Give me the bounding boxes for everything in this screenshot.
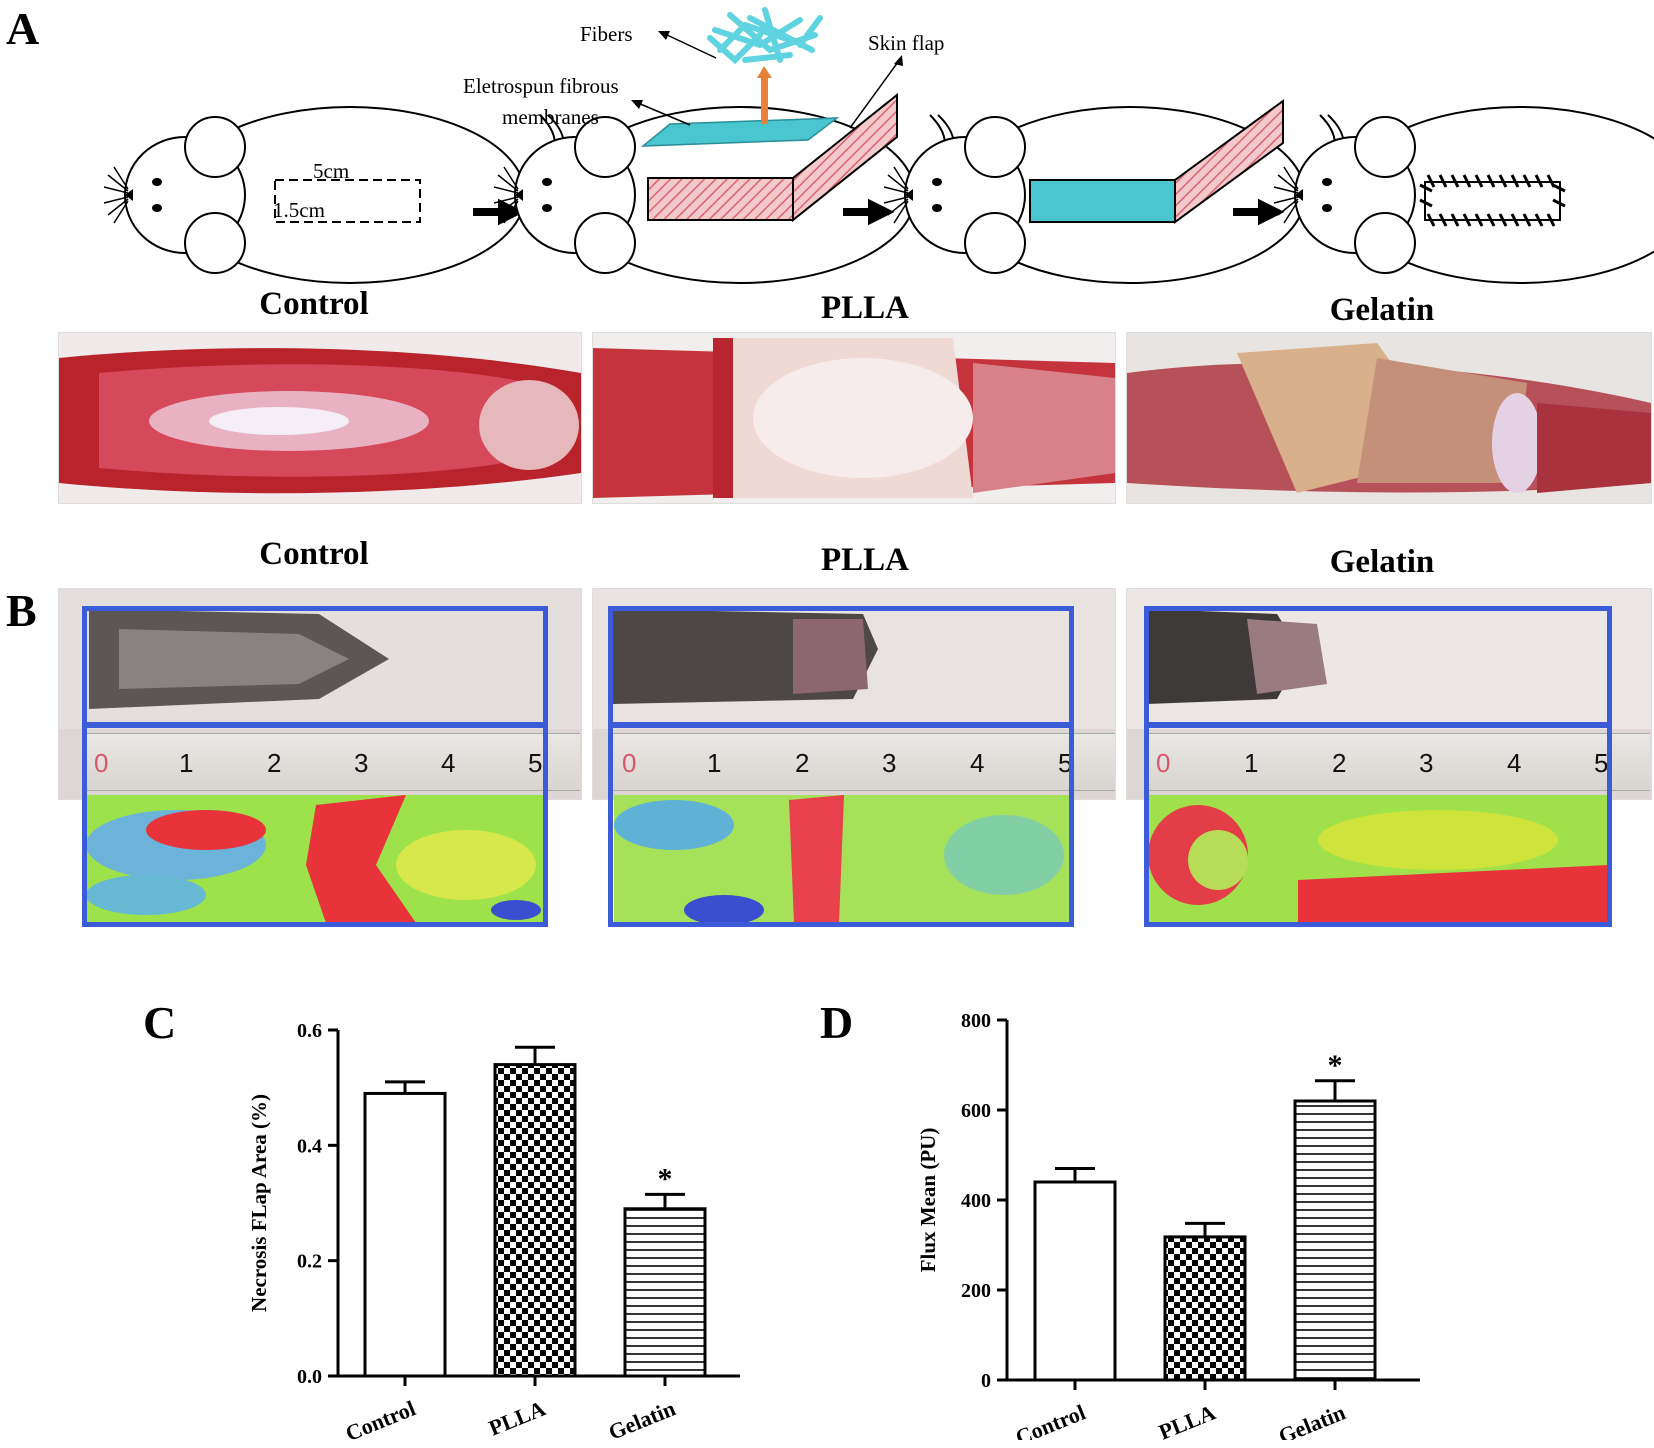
incision-outline bbox=[274, 179, 421, 223]
bar-control bbox=[363, 1091, 447, 1378]
surgery-schematic: 5cm 1.5cm Fibers Eletrospun fibrous memb… bbox=[103, 7, 1654, 284]
mouse-4 bbox=[1273, 106, 1654, 284]
width-label: 1.5cm bbox=[273, 198, 325, 222]
skin-flap-pointer bbox=[849, 61, 899, 129]
y-axis-label: Necrosis FLap Area (%) bbox=[247, 1094, 271, 1312]
group-title-gelatin-2: Gelatin bbox=[1329, 544, 1435, 580]
fibers-label: Fibers bbox=[580, 22, 633, 46]
roi-frame-plla bbox=[608, 606, 1074, 927]
panel-label-a: A bbox=[6, 3, 40, 54]
y-tick-label: 800 bbox=[961, 1010, 991, 1032]
surgery-photo-gelatin bbox=[1126, 332, 1652, 504]
arrow-right-icon bbox=[843, 198, 895, 226]
skin-flap-base bbox=[647, 177, 794, 221]
membrane-sheet bbox=[640, 117, 840, 147]
skin-flap-raised-2 bbox=[1174, 99, 1284, 224]
y-tick-label: 200 bbox=[961, 1280, 991, 1302]
skin-flap-label: Skin flap bbox=[868, 31, 944, 55]
fibers-pointer bbox=[664, 33, 717, 59]
ruler-plla: 0 1 2 3 4 5 bbox=[610, 733, 1115, 791]
group-title-control: Control bbox=[259, 286, 369, 322]
x-tick-label: Gelatin bbox=[605, 1395, 679, 1440]
group-title-plla: PLLA bbox=[820, 290, 909, 326]
group-title-control-2: Control bbox=[259, 536, 369, 572]
skin-flap-raised bbox=[792, 92, 898, 223]
y-tick-label: 0.2 bbox=[297, 1251, 322, 1273]
panel-label-d: D bbox=[820, 997, 854, 1048]
bar-plla bbox=[1163, 1235, 1247, 1382]
bar-plla bbox=[493, 1063, 577, 1378]
ruler-control: 0 1 2 3 4 5 bbox=[84, 733, 580, 791]
fibers-icon bbox=[707, 7, 823, 65]
bar-gelatin bbox=[1293, 1099, 1377, 1382]
group-title-plla-2: PLLA bbox=[820, 542, 909, 578]
mouse-1 bbox=[103, 106, 565, 284]
y-tick-label: 0.6 bbox=[297, 1020, 322, 1042]
bar-gelatin bbox=[623, 1207, 707, 1378]
panel-label-b: B bbox=[6, 585, 37, 636]
y-axis-label: Flux Mean (PU) bbox=[916, 1128, 940, 1273]
surgery-photo-plla bbox=[592, 332, 1116, 504]
membranes-label-line1: Eletrospun fibrous bbox=[463, 74, 619, 98]
y-tick-label: 0 bbox=[981, 1370, 991, 1392]
x-tick-label: Gelatin bbox=[1275, 1399, 1349, 1440]
length-label: 5cm bbox=[313, 159, 349, 183]
surgery-photo-control bbox=[58, 332, 582, 504]
bar-control bbox=[1033, 1180, 1117, 1382]
membranes-label-line2: membranes bbox=[502, 105, 599, 129]
x-tick-label: PLLA bbox=[485, 1395, 549, 1440]
y-tick-label: 400 bbox=[961, 1190, 991, 1212]
perfusion-map-control bbox=[86, 795, 546, 923]
perfusion-map-gelatin bbox=[1148, 795, 1608, 923]
y-tick-label: 0.4 bbox=[297, 1135, 322, 1157]
membrane-implanted bbox=[1029, 179, 1176, 223]
significance-marker: * bbox=[1328, 1049, 1343, 1082]
y-tick-label: 0.0 bbox=[297, 1366, 322, 1388]
roi-frame-control bbox=[82, 606, 548, 927]
significance-marker: * bbox=[658, 1162, 673, 1195]
x-tick-label: PLLA bbox=[1155, 1399, 1219, 1440]
perfusion-map-plla bbox=[614, 795, 1074, 923]
arrow-right-icon bbox=[1233, 198, 1285, 226]
x-tick-label: Control bbox=[1012, 1399, 1089, 1440]
ruler-gelatin: 0 1 2 3 4 5 bbox=[1144, 733, 1650, 791]
roi-frame-gelatin bbox=[1144, 606, 1612, 927]
sutured-wound bbox=[1419, 174, 1566, 227]
group-title-gelatin: Gelatin bbox=[1329, 292, 1435, 328]
orange-arrow-icon bbox=[761, 74, 768, 124]
x-tick-label: Control bbox=[342, 1395, 419, 1440]
panel-label-c: C bbox=[143, 997, 177, 1048]
orange-arrowhead bbox=[757, 66, 772, 78]
y-tick-label: 600 bbox=[961, 1100, 991, 1122]
